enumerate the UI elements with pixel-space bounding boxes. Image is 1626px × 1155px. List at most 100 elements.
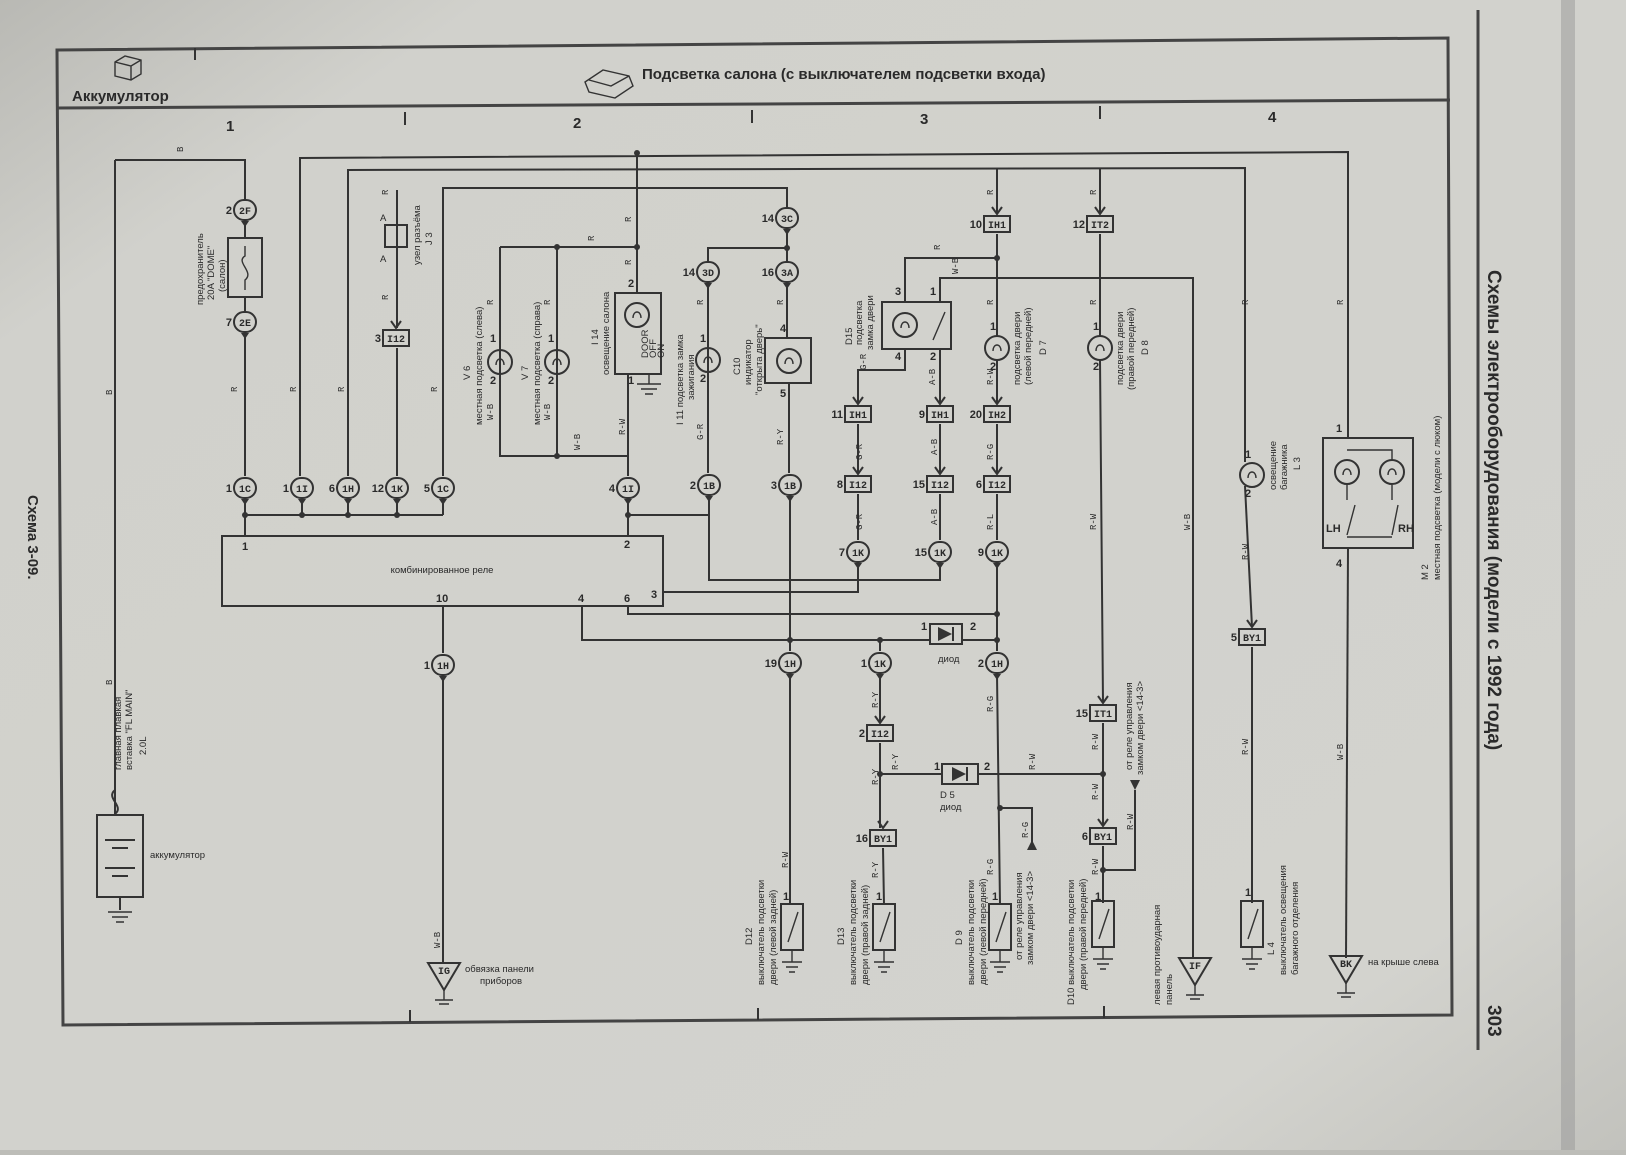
ground-bk-label: на крыше слева bbox=[1368, 957, 1439, 968]
junction-id: I12 bbox=[387, 335, 405, 346]
junction-pin: 11 bbox=[831, 409, 843, 421]
diagram-frame bbox=[55, 10, 1480, 1050]
wire-color-label: R bbox=[1089, 189, 1099, 195]
connector bbox=[696, 261, 720, 289]
wire-color-label: R bbox=[986, 189, 996, 195]
pin-number: 1 bbox=[628, 375, 634, 387]
d7-label: подсветка двери bbox=[1012, 312, 1023, 385]
connector-id: 3D bbox=[702, 269, 714, 280]
junction-id: BY1 bbox=[1243, 634, 1261, 645]
l3-label: L 3 bbox=[1292, 457, 1303, 470]
pin-number: 2 bbox=[984, 761, 990, 773]
wire-color-label: W-B bbox=[543, 403, 553, 420]
fuse-label: предохранитель bbox=[195, 233, 206, 305]
connector-pin: 5 bbox=[424, 483, 430, 495]
relay-reference-label: замком двери <14-3> bbox=[1025, 871, 1036, 965]
i14-label: I 14 bbox=[590, 329, 601, 345]
relay-pin-4: 4 bbox=[578, 593, 585, 605]
pin-number: 4 bbox=[1336, 558, 1343, 570]
dome-fuse bbox=[227, 237, 263, 298]
junction-pin: 15 bbox=[1076, 708, 1088, 720]
j3-pin-label: A bbox=[380, 254, 387, 265]
pin-number: 2 bbox=[1093, 361, 1099, 373]
junction-id: IH1 bbox=[988, 221, 1006, 232]
d15-label: замка двери bbox=[865, 295, 876, 350]
junction-pin: 8 bbox=[837, 479, 843, 491]
wire-color-label: R bbox=[486, 299, 496, 305]
pin-number: 2 bbox=[490, 375, 496, 387]
connector-pin: 3 bbox=[771, 480, 777, 492]
connector-pin: 12 bbox=[372, 483, 384, 495]
junction-connector bbox=[1238, 619, 1266, 646]
junction-connector bbox=[382, 320, 410, 347]
l3-label: багажника bbox=[1279, 444, 1290, 490]
wire-color-label: W-B bbox=[1183, 513, 1193, 530]
d10-label: двери (правой передней) bbox=[1078, 879, 1089, 990]
wire-color-label: R-W bbox=[1091, 858, 1101, 875]
wire-color-label: R bbox=[381, 189, 391, 195]
ground-ig-label: обвязка панели bbox=[465, 964, 534, 975]
wire-color-label: R-W bbox=[1241, 543, 1251, 560]
d5-label: D 5 bbox=[940, 790, 955, 801]
connector-id: 3C bbox=[781, 215, 793, 226]
c10-door-indicator-housing bbox=[764, 337, 812, 384]
junction-pin: 6 bbox=[976, 479, 982, 491]
junction-dots bbox=[242, 150, 1106, 873]
combination-relay bbox=[221, 535, 664, 607]
connector bbox=[775, 261, 799, 289]
junction-connector bbox=[869, 820, 897, 847]
v7-label: местная подсветка (справа) bbox=[532, 302, 543, 425]
junction-id: I12 bbox=[871, 730, 889, 741]
wire-color-label: R-W bbox=[1091, 733, 1101, 750]
junction-connector bbox=[983, 206, 1011, 233]
i14-switch-door-label: DOOR bbox=[640, 329, 651, 358]
connector-pin: 14 bbox=[683, 267, 696, 279]
wire-color-label: R bbox=[1089, 299, 1099, 305]
junction-pin: 5 bbox=[1231, 632, 1237, 644]
pin-number: 2 bbox=[930, 351, 936, 363]
relay-pin-10: 10 bbox=[436, 593, 448, 605]
d9-label: выключатель подсветки bbox=[966, 880, 977, 985]
d15-label: D15 bbox=[844, 328, 855, 345]
ground-if-label: панель bbox=[1164, 974, 1175, 1005]
junction-connector bbox=[844, 396, 872, 423]
connector-id: 1H bbox=[437, 662, 449, 673]
i14-switch-off-label: OFF bbox=[648, 339, 659, 358]
wire-color-label: R bbox=[587, 235, 597, 241]
lamp-bulb-icon bbox=[1239, 462, 1265, 488]
connector-pin: 2 bbox=[690, 480, 696, 492]
connector-pin: 7 bbox=[839, 547, 845, 559]
ground-point-icon bbox=[426, 962, 462, 1005]
c10-label: "открыта дверь" bbox=[754, 324, 765, 395]
d7-label: D 7 bbox=[1038, 340, 1049, 355]
i11-label: I 11 подсветка замка bbox=[675, 334, 686, 425]
junction-connector bbox=[1089, 818, 1117, 845]
l4-label: выключатель освещения bbox=[1278, 865, 1289, 975]
connector-pin: 14 bbox=[762, 213, 775, 225]
l3-label: освещение bbox=[1268, 441, 1279, 490]
wire-color-label: R-W bbox=[1126, 813, 1136, 830]
column-number-2: 2 bbox=[573, 115, 581, 132]
wire-color-label: R-W bbox=[1091, 783, 1101, 800]
door-switch-icon bbox=[780, 903, 804, 973]
connector-id: 1I bbox=[622, 485, 634, 496]
connector-id: 1K bbox=[391, 485, 403, 496]
battery-section-title: Аккумулятор bbox=[72, 88, 169, 105]
wire-color-label: G-R bbox=[855, 513, 865, 530]
pin-number: 2 bbox=[548, 375, 554, 387]
wire-color-label: B bbox=[105, 679, 115, 685]
connector bbox=[336, 477, 360, 505]
wire-color-label: R-W bbox=[618, 418, 628, 435]
wire-color-label: R-Y bbox=[776, 428, 786, 445]
lamp-bulb-icon bbox=[984, 335, 1010, 361]
d5-label: диод bbox=[940, 802, 962, 813]
connector bbox=[233, 477, 257, 505]
junction-id: I12 bbox=[849, 481, 867, 492]
junction-id: IT2 bbox=[1091, 221, 1109, 232]
connector-id: 1H bbox=[784, 660, 796, 671]
door-switch-icon bbox=[988, 903, 1012, 973]
junction-pin: 20 bbox=[970, 409, 982, 421]
junction-pin: 16 bbox=[856, 833, 868, 845]
wire-color-label: G-R bbox=[859, 353, 869, 370]
